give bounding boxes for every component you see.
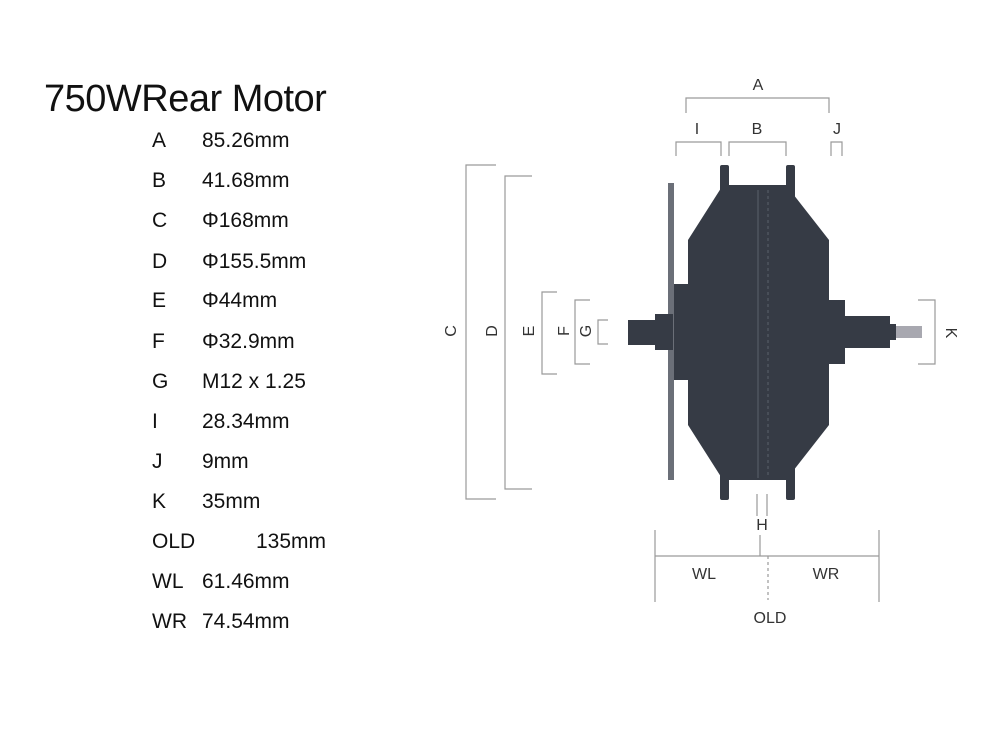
dimension-labels: A I B J C D E F G K H WL WR OLD — [443, 77, 959, 627]
dim-k-bracket — [918, 299, 936, 365]
dim-i-bracket — [675, 141, 722, 156]
spec-key: WL — [152, 570, 184, 593]
dim-h-lines — [756, 494, 768, 516]
spec-key: J — [152, 450, 163, 473]
left-hub-mount — [674, 284, 690, 380]
spec-key: K — [152, 490, 167, 513]
label-b: B — [752, 121, 763, 138]
spec-key: OLD — [152, 530, 196, 553]
spec-value: 85.26mm — [202, 129, 290, 152]
axle-tip — [896, 326, 922, 338]
spec-key: C — [152, 209, 168, 232]
spec-value: 135mm — [256, 530, 327, 553]
label-e: E — [521, 326, 538, 337]
dim-j-bracket — [830, 141, 843, 156]
spec-value: 41.68mm — [202, 169, 290, 192]
left-axle-nut — [655, 314, 673, 350]
page-title: 750WRear Motor — [44, 78, 327, 120]
dim-old-box — [654, 530, 880, 602]
spec-value: 28.34mm — [202, 410, 290, 433]
dim-a-bracket — [685, 97, 830, 113]
label-h: H — [756, 517, 768, 534]
spec-value: 61.46mm — [202, 570, 290, 593]
dim-b-bracket — [728, 141, 787, 156]
motor-body — [628, 165, 922, 500]
label-old: OLD — [754, 610, 787, 627]
spec-value: Φ155.5mm — [202, 250, 307, 273]
spec-key: A — [152, 129, 167, 152]
label-g: G — [578, 325, 595, 337]
dim-e-bracket — [541, 291, 557, 375]
dim-d-bracket — [504, 175, 532, 490]
spec-key: I — [152, 410, 158, 433]
right-axle-step — [888, 324, 896, 340]
label-d: D — [484, 325, 501, 337]
label-wr: WR — [813, 566, 840, 583]
spec-value: Φ32.9mm — [202, 330, 295, 353]
spec-value: 74.54mm — [202, 610, 290, 633]
spec-key: B — [152, 169, 167, 192]
left-flange — [720, 165, 729, 500]
right-hub-mount — [829, 300, 845, 364]
label-c: C — [443, 325, 460, 337]
label-f: F — [556, 326, 573, 336]
dim-c-bracket — [465, 164, 496, 500]
label-i: I — [695, 121, 699, 138]
spec-value: M12 x 1.25 — [202, 370, 306, 393]
spec-key: G — [152, 370, 169, 393]
spec-key: F — [152, 330, 165, 353]
dim-g-bracket — [597, 319, 608, 345]
spec-value: 9mm — [202, 450, 249, 473]
dimension-lines — [465, 97, 936, 602]
spec-value: 35mm — [202, 490, 261, 513]
spec-key: WR — [152, 610, 187, 633]
spec-value: Φ168mm — [202, 209, 289, 232]
spec-key: E — [152, 289, 167, 312]
label-a: A — [753, 77, 764, 94]
label-wl: WL — [692, 566, 716, 583]
label-j: J — [833, 121, 841, 138]
label-k: K — [942, 328, 959, 339]
spec-value: Φ44mm — [202, 289, 278, 312]
dim-f-bracket — [574, 299, 590, 365]
right-axle — [845, 316, 890, 348]
right-flange — [786, 165, 795, 500]
spec-key: D — [152, 250, 168, 273]
